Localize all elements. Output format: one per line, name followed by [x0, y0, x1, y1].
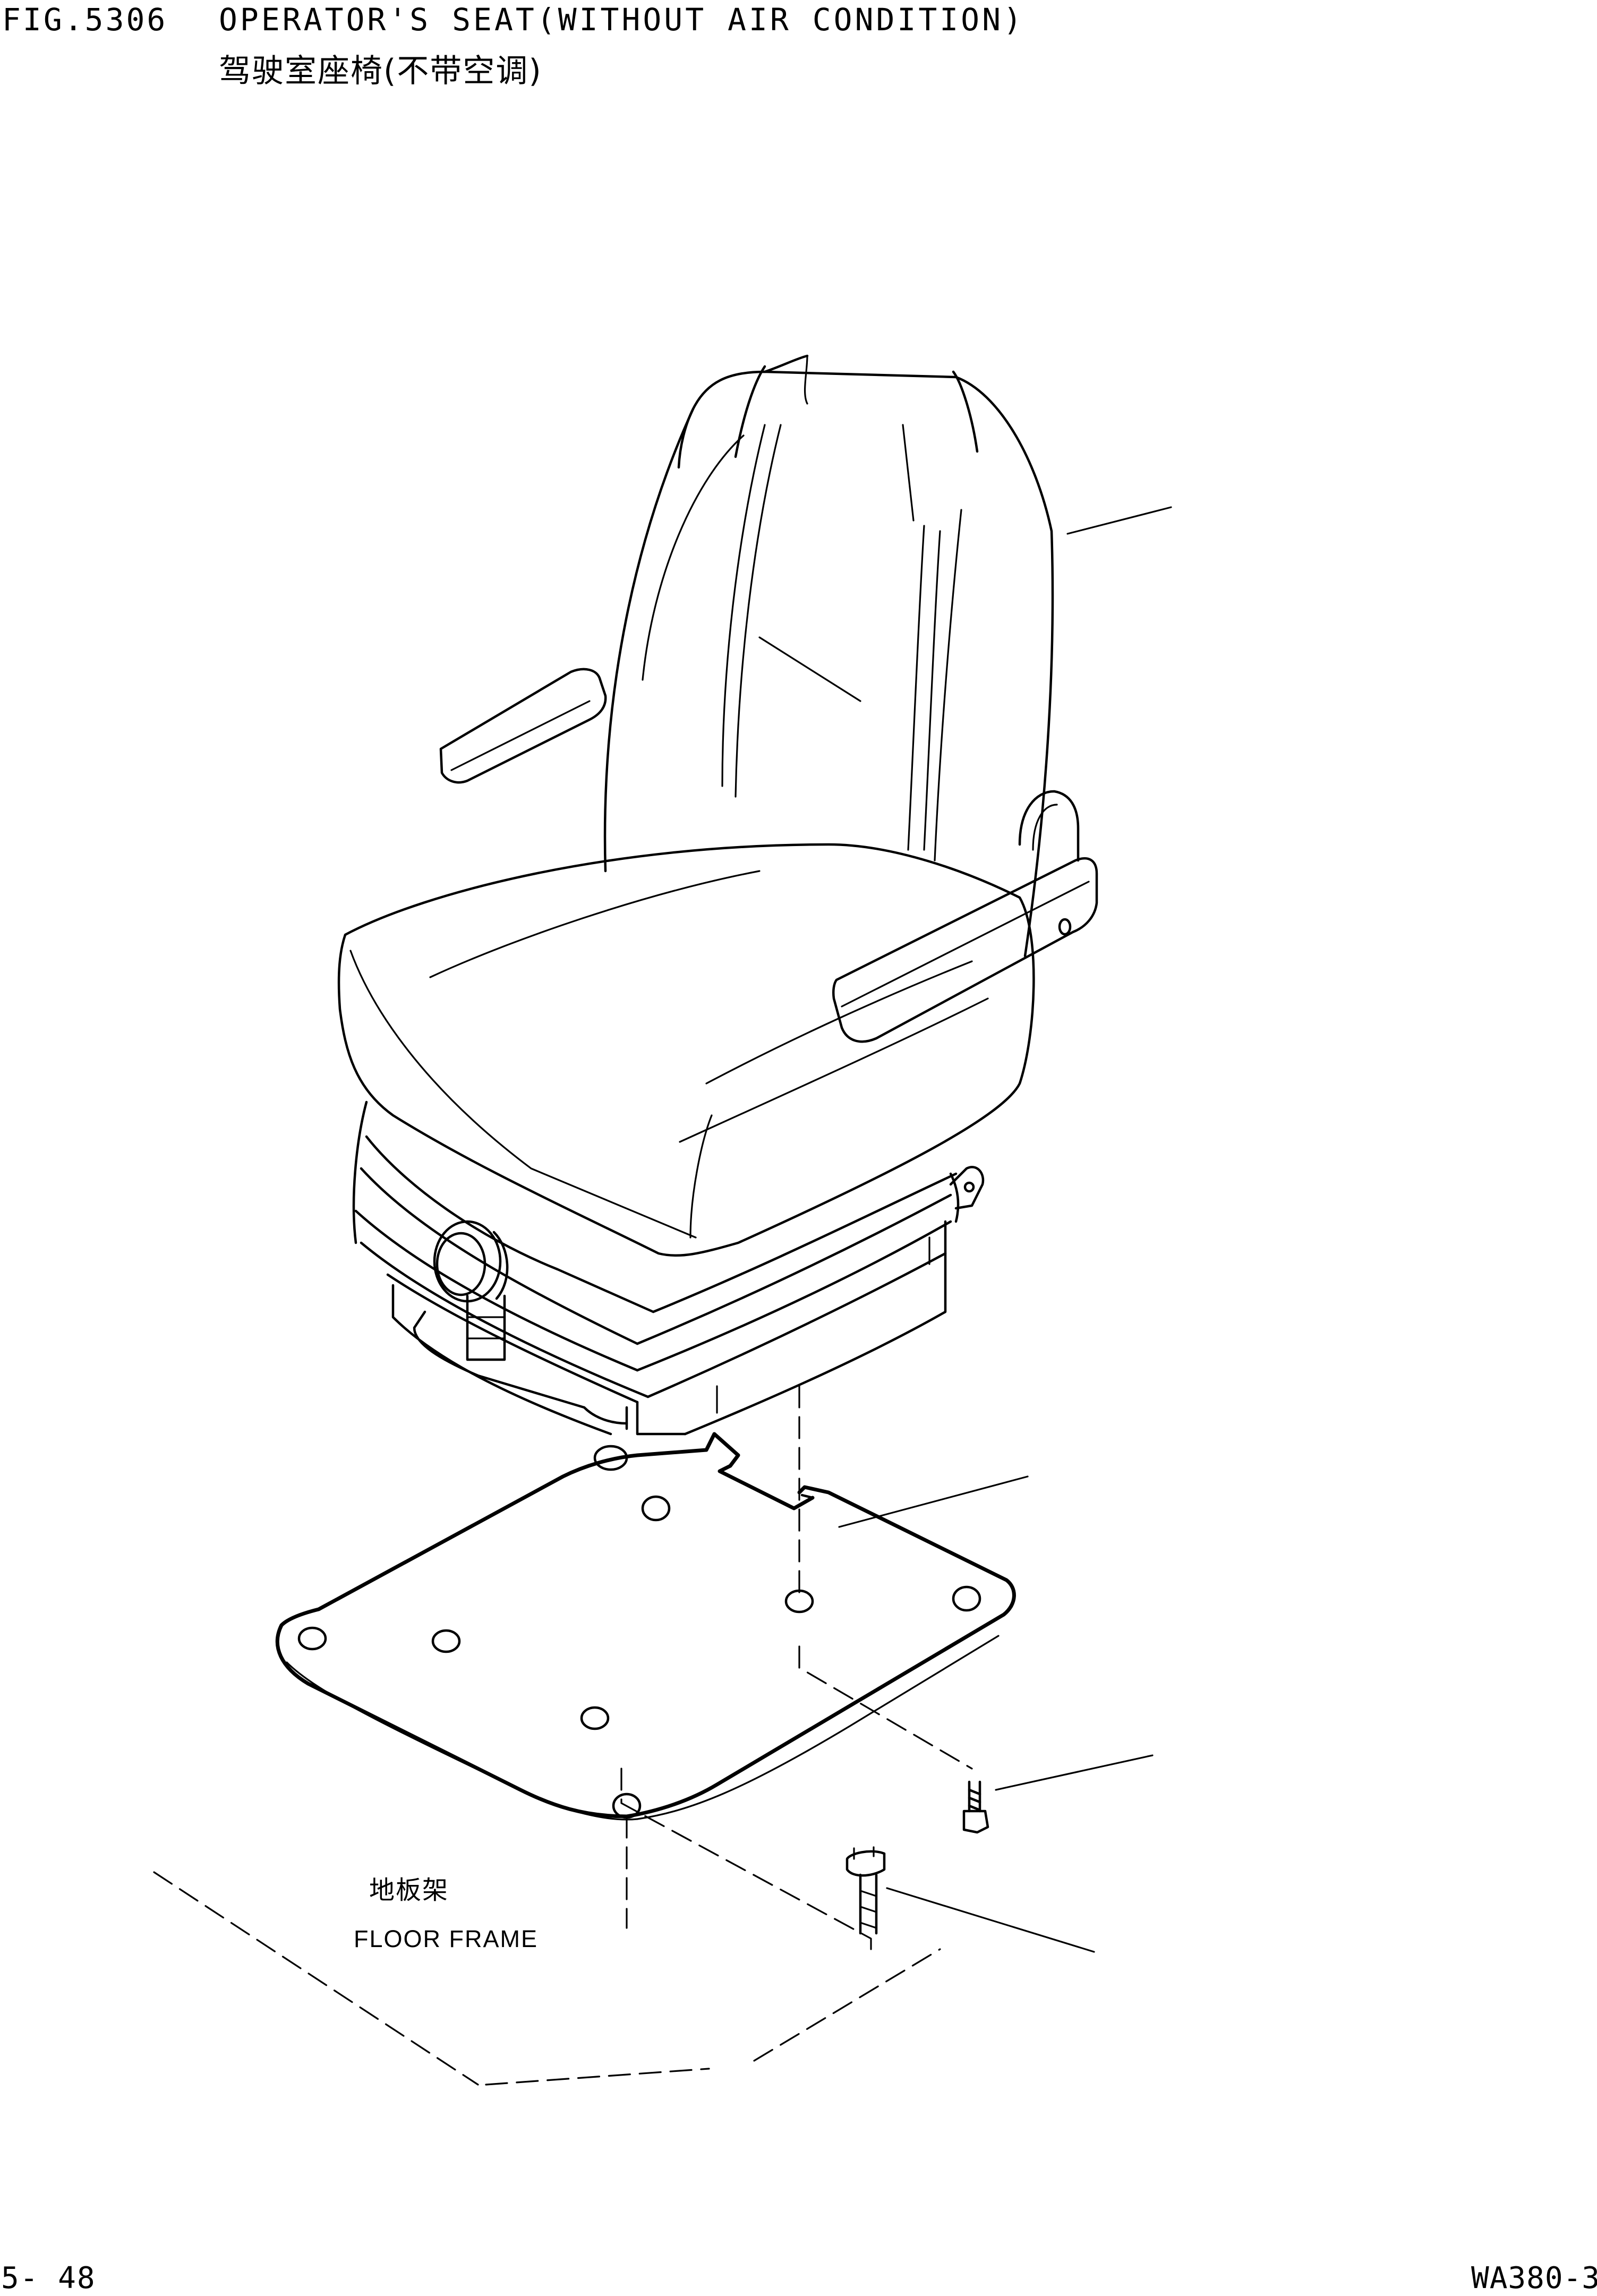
right-armrest: [832, 790, 1098, 1043]
floor-frame-outline: [153, 1871, 941, 2086]
floor-frame-label-english: FLOOR FRAME: [354, 1925, 539, 1952]
leader-line-plate: [838, 1475, 1029, 1528]
seat-suspension: [352, 1100, 985, 1436]
left-armrest: [439, 668, 607, 784]
figure-title-english: OPERATOR'S SEAT(WITHOUT AIR CONDITION): [219, 2, 1024, 38]
figure-number: FIG.5306: [2, 2, 168, 38]
leader-line-bolt-small: [995, 1754, 1154, 1791]
figure-title-chinese: 驾驶室座椅(不带空调): [219, 53, 542, 90]
floor-frame-label-chinese: 地板架: [369, 1875, 449, 1905]
seat-backrest: [603, 354, 1054, 958]
seat-mount-plate: [275, 1432, 1016, 1821]
seat-cushion: [337, 843, 1035, 1257]
leader-lines: [838, 506, 1172, 1953]
hex-bolt-small: [962, 1780, 989, 1834]
page-number: 5- 48: [1, 2261, 96, 2295]
assembly-centerlines: [620, 1385, 973, 1950]
model-code: WA380-3: [1471, 2261, 1597, 2295]
leader-line-seat: [1066, 506, 1172, 535]
leader-line-bolt-large: [886, 1887, 1095, 1953]
hex-bolt-large: [846, 1846, 886, 1935]
